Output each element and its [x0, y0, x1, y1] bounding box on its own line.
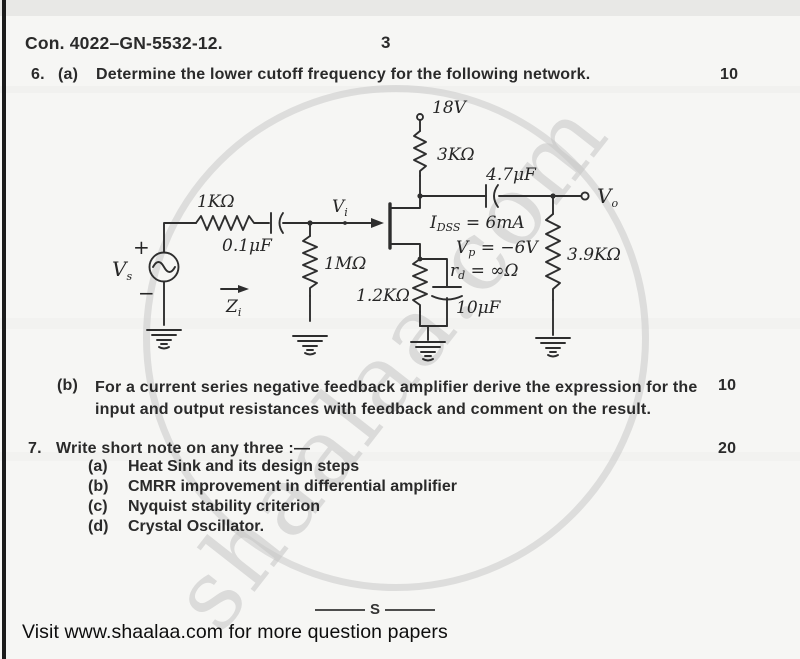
question-6b-label: (b) [57, 377, 79, 394]
label-input-impedance: Zi [225, 297, 241, 319]
separator-line [385, 608, 436, 611]
gate-resistor [302, 220, 318, 322]
question-7-marks: 20 [718, 440, 737, 457]
question-6a-label: (a) [58, 66, 79, 83]
ground-symbol [535, 337, 571, 358]
question-6b-line2: input and output resistances with feedba… [95, 400, 652, 418]
input-capacitor [270, 212, 284, 234]
footer-text: Visit www.shaalaa.com for more question … [22, 621, 448, 643]
scan-edge-line [2, 0, 6, 659]
drain-resistor [413, 130, 427, 197]
item-label: (d) [88, 518, 109, 535]
list-item: (a) Heat Sink and its design steps [88, 458, 457, 478]
list-item: (d) Crystal Oscillator. [88, 518, 457, 538]
item-text: Nyquist stability criterion [128, 498, 321, 515]
end-of-paper-separator: S [315, 601, 436, 618]
label-source-voltage: Vs [112, 257, 132, 283]
label-input-voltage: Vi [332, 197, 348, 219]
supply-terminal [416, 113, 424, 132]
question-6a-marks: 10 [720, 66, 739, 83]
list-item: (b) CMRR improvement in differential amp… [88, 478, 457, 498]
vi-node-dot [343, 221, 347, 225]
label-output-voltage: Vo [597, 184, 618, 210]
label-load-resistor: 3.9KΩ [567, 245, 621, 265]
jfet-transistor [282, 195, 421, 260]
question-7-text-bold: three [243, 440, 284, 457]
label-drain-resistor: 3KΩ [437, 145, 475, 165]
item-label: (c) [88, 498, 108, 515]
question-7-text: Write short note on any three :— [56, 440, 310, 458]
item-label: (a) [88, 458, 108, 475]
label-output-capacitor: 4.7μF [485, 165, 537, 185]
page-number: 3 [381, 33, 391, 52]
ground-symbol [292, 335, 328, 356]
bypass-capacitor [419, 258, 463, 341]
question-7-number: 7. [28, 440, 42, 457]
item-text: Crystal Oscillator. [128, 518, 265, 535]
ground-symbol [410, 341, 446, 362]
label-pinchoff-voltage: Vp = −6V [456, 238, 539, 259]
list-item: (c) Nyquist stability criterion [88, 498, 457, 518]
question-7-item-list: (a) Heat Sink and its design steps (b) C… [88, 458, 457, 538]
item-text: CMRR improvement in differential amplifi… [128, 478, 457, 495]
input-voltage-source [148, 222, 197, 326]
item-label: (b) [88, 478, 109, 495]
question-6b-text: For a current series negative feedback a… [95, 377, 715, 420]
question-6-number: 6. [31, 66, 45, 83]
label-source-resistor: 1.2KΩ [356, 286, 410, 306]
label-bypass-capacitor: 10μF [456, 298, 502, 318]
gate-arrowhead [371, 218, 384, 228]
label-input-capacitor: 0.1μF [222, 236, 273, 256]
label-series-resistor: 1KΩ [197, 192, 235, 212]
label-gate-resistor: 1MΩ [324, 254, 366, 274]
watermark-circle [143, 85, 649, 591]
question-7-text-pre: Write short note on any [56, 440, 244, 457]
question-6b-marks: 10 [718, 377, 737, 394]
label-supply-voltage: 18V [432, 98, 468, 118]
output-capacitor [485, 184, 499, 208]
ground-symbol [146, 329, 182, 350]
exam-code: Con. 4022–GN-5532-12. [25, 33, 223, 53]
source-resistor [412, 258, 428, 327]
label-drain-resistance: rd = ∞Ω [450, 261, 519, 282]
item-text: Heat Sink and its design steps [128, 458, 360, 475]
label-idss: IDSS = 6mA [429, 213, 525, 234]
separator-line [315, 608, 365, 611]
question-6a-text: Determine the lower cutoff frequency for… [96, 66, 591, 83]
question-7-text-post: :— [283, 440, 311, 457]
series-resistor [195, 215, 270, 231]
load-resistor [545, 195, 561, 336]
input-impedance-arrow [220, 285, 249, 293]
label-plus-sign: + [133, 235, 150, 259]
output-terminal [580, 191, 590, 201]
label-minus-sign: − [138, 281, 155, 305]
separator-label: S [370, 601, 381, 618]
question-6b-line1: For a current series negative feedback a… [95, 379, 698, 396]
